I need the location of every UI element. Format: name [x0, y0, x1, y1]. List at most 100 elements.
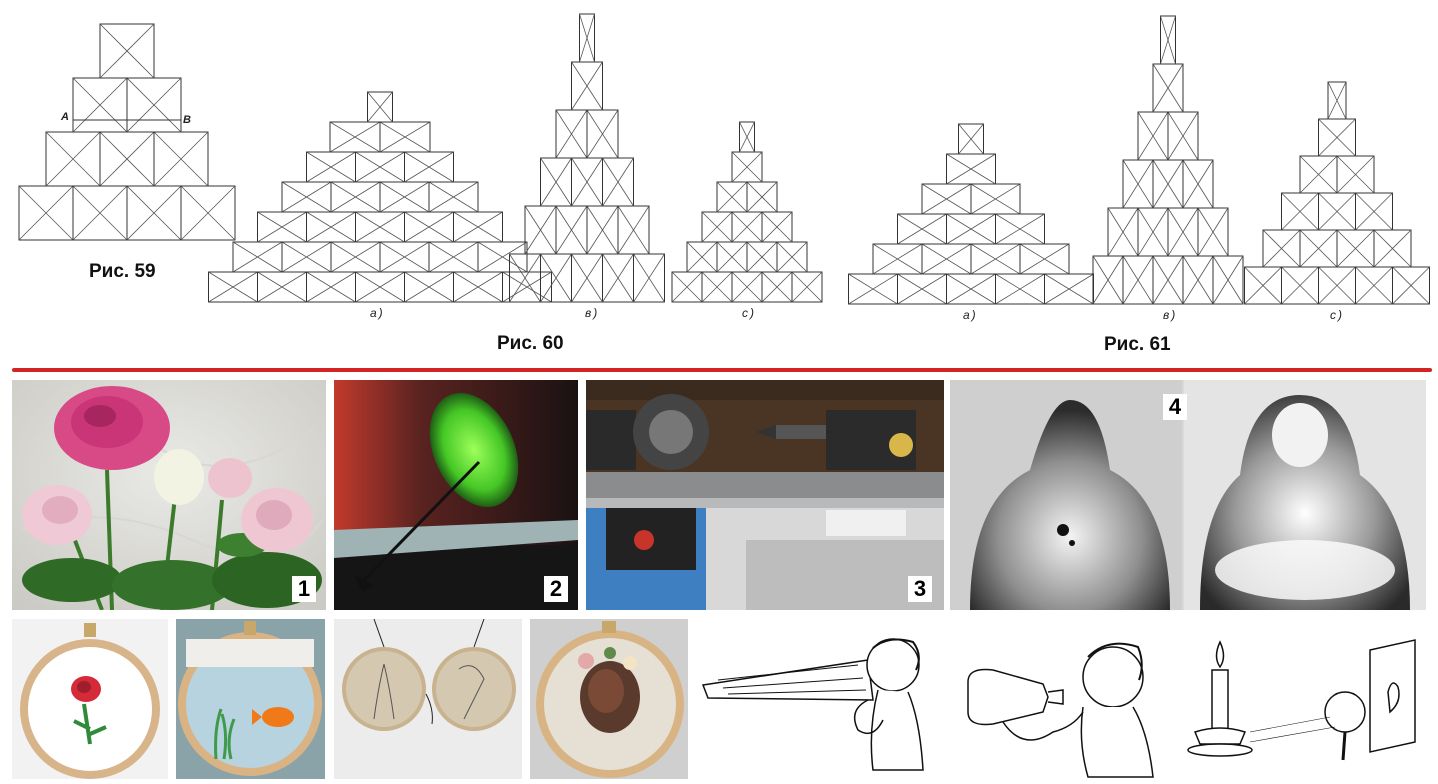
candle-magnifier-projection-icon [1187, 639, 1416, 761]
goldfish-embroidery-hoop-icon [176, 619, 325, 779]
fig60c-block [791, 271, 823, 303]
fig59-block [153, 131, 209, 187]
fig59-block [99, 23, 155, 79]
fig60b-block [540, 157, 572, 207]
fig59-point-b: B [183, 114, 191, 126]
fig61b-block [1167, 207, 1199, 257]
fig61b-block [1107, 207, 1139, 257]
fig60c-block [739, 121, 755, 153]
embroidery-rose [12, 619, 168, 779]
fig60a-block [281, 181, 332, 213]
fig60b-block [586, 205, 619, 255]
rose-embroidery-hoop-icon [12, 619, 168, 779]
fig61b-block [1152, 159, 1184, 209]
fig61a-block [958, 123, 984, 155]
fig59-block [126, 77, 182, 133]
fig60a-block [379, 181, 430, 213]
fig60a-block [379, 241, 430, 273]
fig60a-block [355, 151, 405, 183]
fig61c-block [1318, 266, 1356, 305]
fig59-block [45, 131, 101, 187]
fig61b-block [1092, 255, 1124, 305]
fig60b-block [555, 109, 588, 159]
fig61a-block [970, 243, 1021, 275]
fig60a-block [306, 151, 356, 183]
fig61-label-c: с) [1330, 308, 1344, 322]
fig61a-block [970, 183, 1021, 215]
fig60c-block [731, 211, 763, 243]
fig61a-block [921, 243, 972, 275]
fig61-label-a: а) [963, 308, 978, 322]
fig61b-block [1182, 159, 1214, 209]
boy-paper-cone-icon [701, 638, 924, 771]
embroidery-heart [530, 619, 688, 779]
fig60b-block [633, 253, 665, 303]
fig60-label-b: в) [585, 306, 600, 320]
fig60b-block [571, 253, 603, 303]
fig59-block [180, 185, 236, 241]
fig61a-block [921, 183, 972, 215]
fig61c-block [1327, 81, 1347, 120]
fig59-block [72, 185, 128, 241]
fig61a-block [872, 243, 923, 275]
fig61c-block [1336, 229, 1375, 268]
fig60b-block [524, 205, 557, 255]
fig59-block [18, 185, 74, 241]
fig61a-block [995, 273, 1045, 305]
fig60a-block [306, 211, 356, 243]
photo-number: 1 [292, 576, 316, 602]
fig60a-block [208, 271, 258, 303]
green-laser-spot-icon [334, 380, 578, 610]
fig61c-block [1355, 192, 1393, 231]
fig61c-block [1299, 229, 1338, 268]
fig61b-block [1137, 207, 1169, 257]
photo-number: 3 [908, 576, 932, 602]
fig60a-block [329, 121, 381, 153]
fig61c-block [1244, 266, 1282, 305]
fig60b-block [602, 157, 634, 207]
fig60a-block [281, 241, 332, 273]
fig60c-block [746, 181, 778, 213]
fig61c-block [1281, 266, 1319, 305]
roses-bouquet-icon [12, 380, 326, 610]
fig60a-block [355, 211, 405, 243]
fig61c-block [1355, 266, 1393, 305]
fig61b-block [1137, 111, 1169, 161]
fig60c-block [731, 151, 763, 183]
fig60a-block [367, 91, 393, 123]
fig61c-block [1281, 192, 1319, 231]
fig59-block [126, 185, 182, 241]
fig61b-block [1152, 255, 1184, 305]
fig60b-block [571, 61, 603, 111]
fig61-title: Рис. 61 [1104, 334, 1171, 355]
fig60-label-c: с) [742, 306, 756, 320]
photo-number: 2 [544, 576, 568, 602]
water-drop-bubble-icon [950, 380, 1426, 610]
fig61a-block [1019, 243, 1070, 275]
red-divider [12, 368, 1432, 372]
fig60b-block [540, 253, 572, 303]
fig61c-block [1318, 118, 1356, 157]
fig60-label-a: а) [370, 306, 385, 320]
fig60a-block [330, 241, 381, 273]
photo-roses: 1 [12, 380, 326, 610]
fig61-label-b: в) [1163, 308, 1178, 322]
fig61a-block [897, 273, 947, 305]
fig60a-block [404, 211, 454, 243]
fig61c-block [1392, 266, 1430, 305]
fig60c-block [701, 211, 733, 243]
fig60c-block [671, 271, 703, 303]
fig61a-block [946, 213, 996, 245]
fig61b-block [1167, 111, 1199, 161]
fig60a-block [404, 271, 454, 303]
embroidery-fish [176, 619, 325, 779]
fig60c-block [686, 241, 718, 273]
embroidery-portraits [334, 619, 522, 779]
fig61a-block [946, 273, 996, 305]
boy-blowing-bottle-icon [967, 642, 1154, 778]
fig61a-block [848, 273, 898, 305]
fig60a-block [330, 181, 381, 213]
fig61c-block [1318, 192, 1356, 231]
fig60a-block [379, 121, 431, 153]
fig59-title: Рис. 59 [89, 261, 156, 282]
